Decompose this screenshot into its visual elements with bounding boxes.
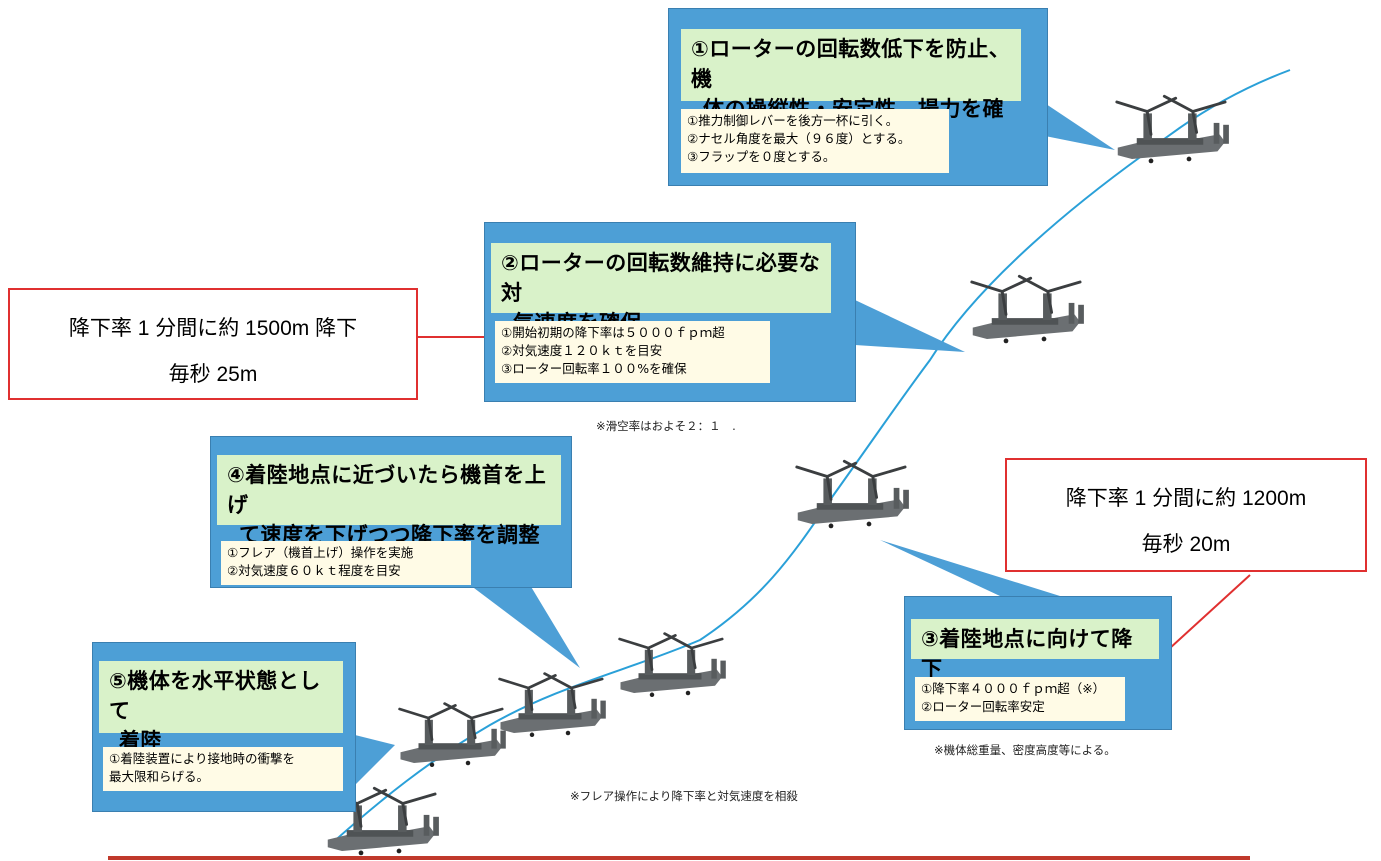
step-3-item-2: ②ローター回転率安定 <box>921 699 1045 714</box>
tiltrotor-aircraft-icon <box>498 672 608 739</box>
step-1-title-line-1: ①ローターの回転数低下を防止、機 <box>691 37 1011 91</box>
bubble-pointer <box>1040 100 1115 150</box>
tiltrotor-aircraft-icon <box>398 702 508 769</box>
callout-descent-1500: 降下率 1 分間に約 1500m 降下 毎秒 25m <box>8 288 418 400</box>
step-5-item-1: ①着陸装置により接地時の衝撃を <box>109 751 295 766</box>
step-1-details: ①推力制御レバーを後方一杯に引く。 ②ナセル角度を最大（９６度）とする。 ③フラ… <box>681 109 949 173</box>
step-3-item-1: ①降下率４０００ｆｐｍ超（※） <box>921 681 1106 696</box>
step-1-item-1: ①推力制御レバーを後方一杯に引く。 <box>687 113 899 128</box>
step-2-title: ②ローターの回転数維持に必要な対 気速度を確保 <box>491 243 831 335</box>
callout-descent-1200-line-1: 降下率 1 分間に約 1200m <box>1065 487 1307 510</box>
step-4-item-1: ①フレア（機首上げ）操作を実施 <box>227 545 414 560</box>
note-glide-ratio: ※滑空率はおよそ２：１ . <box>596 419 736 433</box>
tiltrotor-aircraft-icon <box>970 274 1086 345</box>
step-4-title: ④着陸地点に近づいたら機首を上げ て速度を下げつつ降下率を調整 <box>217 455 561 547</box>
step-4-title-line-1: ④着陸地点に近づいたら機首を上げ <box>227 463 547 517</box>
bubble-pointer <box>880 540 1060 596</box>
step-5-item-2: 最大限和らげる。 <box>109 769 210 784</box>
step-5-title-line-1: ⑤機体を水平状態として <box>109 669 321 723</box>
callout-descent-1200: 降下率 1 分間に約 1200m 毎秒 20m <box>1005 458 1367 572</box>
note-flare: ※フレア操作により降下率と対気速度を相殺 <box>570 789 798 803</box>
step-5-title: ⑤機体を水平状態として 着陸 <box>99 661 343 753</box>
step-2-bubble: ②ローターの回転数維持に必要な対 気速度を確保 ①開始初期の降下率は５０００ｆｐ… <box>484 222 856 402</box>
step-3-bubble: ③着陸地点に向けて降下 ①降下率４０００ｆｐｍ超（※） ②ローター回転率安定 <box>904 596 1172 730</box>
step-2-item-2: ②対気速度１２０ｋｔを目安 <box>501 343 663 358</box>
bubble-pointer <box>355 735 395 785</box>
step-2-title-line-1: ②ローターの回転数維持に必要な対 <box>501 251 821 305</box>
step-4-bubble: ④着陸地点に近づいたら機首を上げ て速度を下げつつ降下率を調整 ①フレア（機首上… <box>210 436 572 588</box>
callout-descent-1500-line-1: 降下率 1 分間に約 1500m 降下 <box>68 317 358 340</box>
step-2-item-1: ①開始初期の降下率は５０００ｆｐｍ超 <box>501 325 725 340</box>
step-3-title-line-1: ③着陸地点に向けて降下 <box>921 627 1133 681</box>
bubble-pointer <box>470 585 580 668</box>
step-5-bubble: ⑤機体を水平状態として 着陸 ①着陸装置により接地時の衝撃を 最大限和らげる。 <box>92 642 356 812</box>
step-1-bubble: ①ローターの回転数低下を防止、機 体の操縦性・安定性、揚力を確保 ①推力制御レバ… <box>668 8 1048 186</box>
step-2-item-3: ③ローター回転率１００%を確保 <box>501 361 687 376</box>
callout-descent-1200-line-2: 毎秒 20m <box>1141 533 1231 556</box>
step-5-details: ①着陸装置により接地時の衝撃を 最大限和らげる。 <box>103 747 343 791</box>
note-weight: ※機体総重量、密度高度等による。 <box>934 743 1116 757</box>
bubble-pointer <box>855 300 965 352</box>
step-1-item-2: ②ナセル角度を最大（９６度）とする。 <box>687 131 911 146</box>
step-2-details: ①開始初期の降下率は５０００ｆｐｍ超 ②対気速度１２０ｋｔを目安 ③ローター回転… <box>495 321 770 383</box>
step-1-title: ①ローターの回転数低下を防止、機 体の操縦性・安定性、揚力を確保 <box>681 29 1021 151</box>
callout-descent-1500-line-2: 毎秒 25m <box>168 363 258 386</box>
step-1-item-3: ③フラップを０度とする。 <box>687 149 836 164</box>
step-3-details: ①降下率４０００ｆｐｍ超（※） ②ローター回転率安定 <box>915 677 1125 721</box>
tiltrotor-aircraft-icon <box>795 459 911 530</box>
tiltrotor-aircraft-icon <box>1115 94 1231 165</box>
step-4-item-2: ②対気速度６０ｋｔ程度を目安 <box>227 563 401 578</box>
step-3-title: ③着陸地点に向けて降下 <box>911 619 1159 681</box>
step-4-details: ①フレア（機首上げ）操作を実施 ②対気速度６０ｋｔ程度を目安 <box>221 541 471 585</box>
